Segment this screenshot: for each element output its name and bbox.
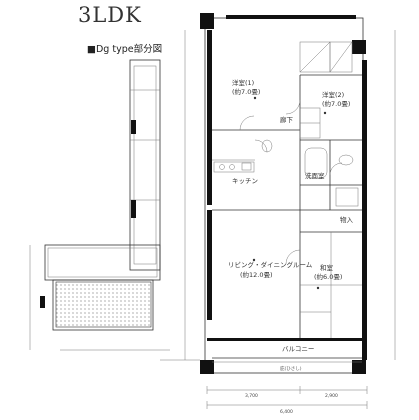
room-hallway-name: 廊下: [280, 115, 294, 124]
dimension-bottom-left: 3,700: [245, 393, 258, 399]
room-kitchen-name: キッチン: [232, 177, 258, 185]
dimension-bottom-right: 2,900: [325, 393, 338, 399]
eaves-label: 庇(ひさし): [280, 365, 302, 372]
room-western-2-name: 洋室(2): [322, 90, 344, 99]
dimension-bottom-total: 6,400: [280, 409, 293, 415]
main-plan: [200, 13, 367, 374]
room-closet-name: 物入: [340, 215, 354, 224]
room-western-1-name: 洋室(1): [232, 78, 254, 87]
room-washroom-name: 洗面室: [305, 171, 325, 180]
room-japanese-name: 和室: [320, 263, 334, 272]
room-japanese-area: (約6.0畳): [314, 272, 342, 281]
room-ldk-area: (約12.0畳): [240, 270, 273, 279]
room-ldk-name: リビング・ダイニングルーム: [228, 260, 313, 269]
key-plan: [29, 59, 200, 361]
partial-plan-subtitle: ■Dg type部分図: [87, 43, 162, 55]
room-western-1-area: (約7.0畳): [232, 87, 260, 96]
dimension-lines: [184, 30, 396, 409]
layout-type-title: 3LDK: [78, 3, 142, 27]
room-balcony-name: バルコニー: [282, 345, 314, 353]
room-western-2-area: (約7.0畳): [322, 99, 350, 108]
